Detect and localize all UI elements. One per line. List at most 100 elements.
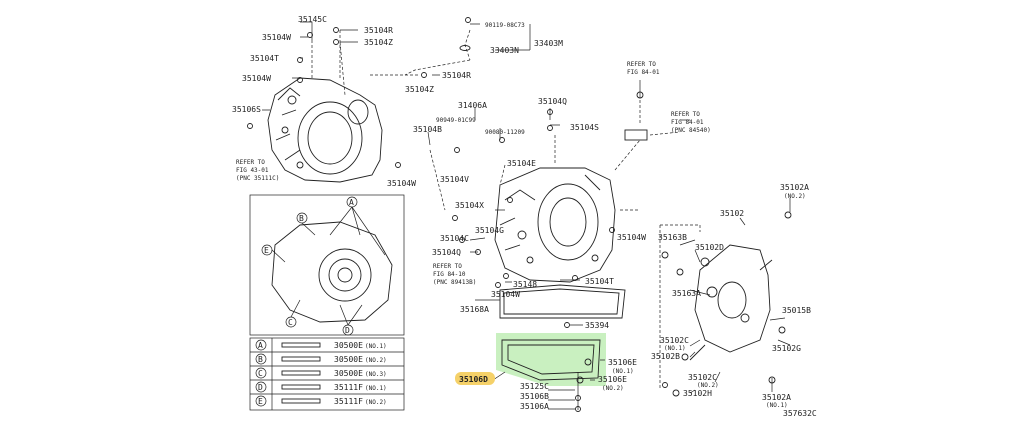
part-label: 35104W xyxy=(387,179,416,188)
part-label: 35106S xyxy=(232,105,261,114)
part-label: 35102D xyxy=(695,243,724,252)
part-label: 35104W xyxy=(617,233,646,242)
table-part-number: 30500E xyxy=(334,341,363,350)
table-note: (NO.2) xyxy=(365,399,387,406)
part-label: 35148 xyxy=(513,280,537,289)
ref-note: FIG 84-01 xyxy=(627,69,660,76)
ref-note: (PNC 84540) xyxy=(671,127,711,134)
part-label: 35104C xyxy=(440,234,469,243)
part-label: 35394 xyxy=(585,321,609,330)
part-label-selected[interactable]: 35106D xyxy=(459,375,488,384)
inset-letter: C xyxy=(288,318,293,327)
part-label: (NO.2) xyxy=(697,382,719,389)
ref-note: REFER TO xyxy=(433,263,462,270)
inset-letter: D xyxy=(345,326,350,335)
ref-note: REFER TO xyxy=(671,111,700,118)
ref-note: FIG 84-10 xyxy=(433,271,466,278)
table-note: (NO.1) xyxy=(365,385,387,392)
part-label: 35102B xyxy=(651,352,680,361)
table-note: (NO.2) xyxy=(365,357,387,364)
fastener-table xyxy=(249,337,405,411)
inset-letter: B xyxy=(299,214,304,223)
table-key-circle xyxy=(255,339,267,351)
part-label: 35102H xyxy=(683,389,712,398)
part-label: 35163A xyxy=(672,289,701,298)
part-label: 35102C xyxy=(688,373,717,382)
table-part-number: 30500E xyxy=(334,369,363,378)
part-label: 35104W xyxy=(242,74,271,83)
table-key: E xyxy=(258,397,263,406)
table-key-circle xyxy=(255,381,267,393)
part-label: (NO.2) xyxy=(784,193,806,200)
bolt-icon xyxy=(281,342,321,348)
ref-note: (PNC 89413B) xyxy=(433,279,476,286)
part-label: 35106A xyxy=(520,402,549,411)
inset-callouts: A B E C D xyxy=(261,196,386,336)
part-label: 35104E xyxy=(507,159,536,168)
main-case-drawing xyxy=(494,167,616,283)
bolt-icon xyxy=(281,370,321,376)
bolt-icon xyxy=(281,398,321,404)
part-label: 35106B xyxy=(520,392,549,401)
part-label: 35163B xyxy=(658,233,687,242)
inset-letter: E xyxy=(264,246,269,255)
part-label: (NO.1) xyxy=(664,345,686,352)
table-key: C xyxy=(258,369,263,378)
part-label: 33403N xyxy=(490,46,519,55)
part-label: 35102G xyxy=(772,344,801,353)
transfer-case-drawing xyxy=(689,244,773,361)
ref-note: REFER TO xyxy=(627,61,656,68)
part-label: (NO.1) xyxy=(612,368,634,375)
part-label: 35104Z xyxy=(405,85,434,94)
transaxle-housing-drawing xyxy=(267,77,383,183)
oil-pan-drawing xyxy=(499,284,626,381)
part-label: 35104Q xyxy=(538,97,567,106)
part-label: 35168A xyxy=(460,305,489,314)
part-label: 35104B xyxy=(413,125,442,134)
bolt-icon xyxy=(281,356,321,362)
bolt-icon xyxy=(281,384,321,390)
selected-part-highlight[interactable] xyxy=(455,372,495,385)
table-part-number: 35111F xyxy=(334,397,363,406)
part-label: 35102A xyxy=(762,393,791,402)
ref-note: (PNC 35111C) xyxy=(236,175,279,182)
diagram-id: 357632C xyxy=(783,409,817,418)
table-key-circle xyxy=(255,367,267,379)
part-label: 35015B xyxy=(782,306,811,315)
part-label: 35102C xyxy=(660,336,689,345)
leader-lines xyxy=(262,21,791,410)
part-label: (NO.2) xyxy=(602,385,624,392)
table-part-number: 30500E xyxy=(334,355,363,364)
part-label: 35104S xyxy=(570,123,599,132)
part-label: 35102 xyxy=(720,209,744,218)
table-key: D xyxy=(258,383,263,392)
table-key-circle xyxy=(255,353,267,365)
ref-note: FIG 43-01 xyxy=(236,167,269,174)
part-label: 90119-08C73 xyxy=(485,22,525,29)
reference-notes: REFER TO FIG 43-01 (PNC 35111C) REFER TO… xyxy=(236,61,711,286)
part-label: 90949-01C99 xyxy=(436,117,476,124)
part-label: 35104T xyxy=(250,54,279,63)
table-part-number: 35111F xyxy=(334,383,363,392)
inset-letter: A xyxy=(349,198,354,207)
part-label: 35145C xyxy=(298,15,327,24)
fastener-symbols xyxy=(247,17,792,412)
part-label: 31406A xyxy=(458,101,487,110)
inset-box xyxy=(249,194,405,336)
part-label: 90080-11209 xyxy=(485,129,525,136)
ref-note: FIG 84-01 xyxy=(671,119,704,126)
part-label: 35104Z xyxy=(364,38,393,47)
table-key: B xyxy=(258,355,263,364)
part-label: 35102A xyxy=(780,183,809,192)
part-label: 35104T xyxy=(585,277,614,286)
part-label: 35104R xyxy=(442,71,471,80)
part-label: 35104Q xyxy=(432,248,461,257)
inset-housing-drawing xyxy=(271,221,393,323)
part-label: (NO.1) xyxy=(766,402,788,409)
ref-note: REFER TO xyxy=(236,159,265,166)
table-key-circle xyxy=(255,395,267,407)
part-label: 35125C xyxy=(520,382,549,391)
part-label: 35104X xyxy=(455,201,484,210)
part-label: 35104G xyxy=(475,226,504,235)
